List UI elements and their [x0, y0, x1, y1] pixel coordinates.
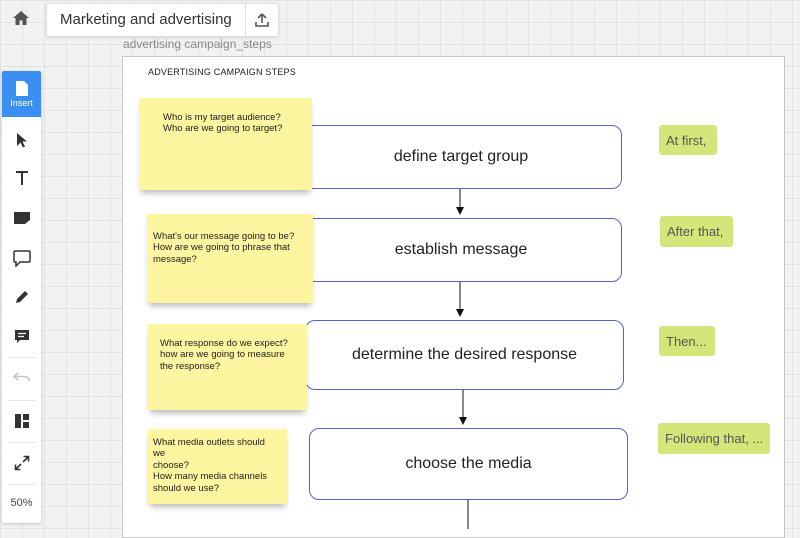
- text-tool[interactable]: [2, 159, 41, 197]
- label-at-first[interactable]: At first,: [659, 125, 717, 155]
- sticky-note-icon: [13, 212, 30, 224]
- sticky-note-response[interactable]: What response do we expect? how are we g…: [148, 324, 307, 410]
- label-then[interactable]: Then...: [659, 326, 715, 356]
- home-button[interactable]: [8, 6, 34, 30]
- sticky-note-target-audience[interactable]: Who is my target audience? Who are we go…: [139, 98, 312, 190]
- upload-icon: [254, 13, 269, 27]
- toolbar-divider: [8, 400, 35, 401]
- pen-icon: [15, 291, 28, 303]
- select-arrow-icon: [16, 133, 27, 148]
- share-button[interactable]: [244, 4, 278, 36]
- zoom-level[interactable]: 50%: [10, 497, 33, 509]
- left-toolbar: Insert: [2, 71, 41, 523]
- layout-button[interactable]: [2, 402, 41, 440]
- frame-title: ADVERTISING CAMPAIGN STEPS: [148, 67, 296, 77]
- pen-tool[interactable]: [2, 278, 41, 316]
- insert-button[interactable]: Insert: [2, 71, 41, 117]
- insert-label: Insert: [10, 97, 33, 108]
- sticky-note-message[interactable]: What's our message going to be? How are …: [147, 214, 313, 303]
- board-subtitle: advertising campaign_steps: [123, 37, 272, 51]
- flow-box-determine-desired-response[interactable]: determine the desired response: [305, 320, 624, 390]
- comment-icon: [12, 249, 31, 267]
- flow-box-choose-media[interactable]: choose the media: [309, 428, 628, 500]
- toolbar-divider: [8, 357, 35, 358]
- toolbar-divider: [8, 484, 35, 485]
- label-following-that[interactable]: Following that, ...: [658, 423, 770, 454]
- note-tool[interactable]: [2, 318, 41, 356]
- flow-box-establish-message[interactable]: establish message: [300, 218, 622, 282]
- fullscreen-button[interactable]: [2, 444, 41, 482]
- text-icon: [15, 171, 28, 185]
- label-after-that[interactable]: After that,: [660, 216, 733, 247]
- sticky-note-media[interactable]: What media outlets should we choose? How…: [148, 429, 287, 504]
- comment-tool[interactable]: [2, 239, 41, 277]
- select-tool[interactable]: [2, 121, 41, 159]
- board-title-box: Marketing and advertising: [46, 3, 279, 37]
- flow-box-define-target-group[interactable]: define target group: [300, 125, 622, 189]
- undo-button[interactable]: [2, 358, 41, 396]
- toolbar-divider: [8, 442, 35, 443]
- home-icon: [13, 11, 29, 25]
- sticky-note-tool[interactable]: [2, 199, 41, 237]
- layout-icon: [14, 414, 29, 428]
- fullscreen-icon: [14, 455, 29, 471]
- note-icon: [14, 330, 29, 343]
- board-title[interactable]: Marketing and advertising: [60, 11, 232, 28]
- undo-icon: [12, 372, 30, 382]
- document-icon: [15, 80, 28, 96]
